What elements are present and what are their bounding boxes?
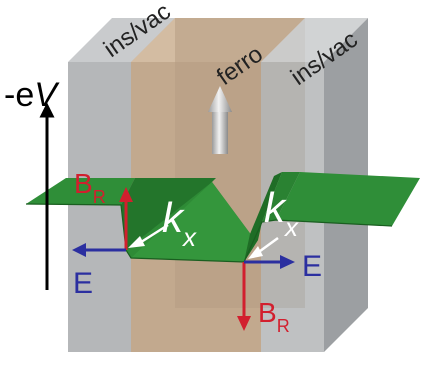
rashba-field-label-right: BR [258,297,290,336]
band-well-sheet [25,172,420,263]
right-interface-vectors [237,236,295,331]
left-interface-vectors [72,187,169,257]
rashba-field-label-left: BR [74,168,106,207]
rashba-up-arrowhead [119,187,133,202]
rashba-down-arrowhead [237,316,251,331]
electric-field-label-left: E [73,267,93,300]
k-left-arrowhead [128,236,145,248]
wavevector-label-right: kx [264,184,299,242]
electric-field-label-right: E [302,250,322,283]
wavevector-label-left: kx [162,194,197,252]
magnetization-arrow-icon [208,86,232,154]
k-right-arrowhead [248,246,263,259]
e-right-arrowhead [280,255,295,269]
e-left-arrowhead [72,243,86,257]
energy-axis-label: -eV [4,76,60,114]
